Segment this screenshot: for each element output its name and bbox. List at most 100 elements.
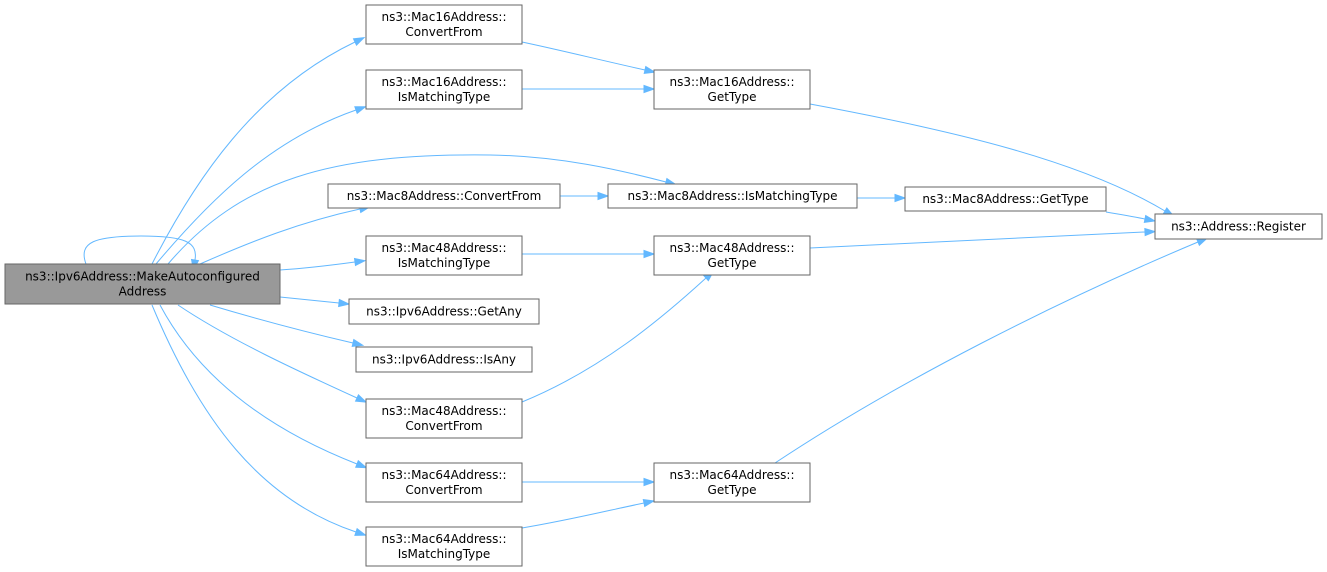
node-isany[interactable]: ns3::Ipv6Address::IsAny xyxy=(355,346,533,373)
edge-line xyxy=(155,109,357,265)
node-box xyxy=(1154,213,1323,240)
node-m8im[interactable]: ns3::Mac8Address::IsMatchingType xyxy=(607,183,858,209)
node-box xyxy=(348,298,540,325)
edge-line xyxy=(521,277,707,403)
node-box xyxy=(365,462,523,503)
edge-line xyxy=(809,103,1166,212)
edge-root-to-m16cf xyxy=(151,37,366,265)
node-label: ns3::Mac8Address::ConvertFrom xyxy=(347,189,542,203)
edge-line xyxy=(1105,211,1146,220)
node-label: ns3::Mac48Address:: xyxy=(381,241,506,255)
edge-line xyxy=(521,41,646,71)
edge-m64im-to-m64gt xyxy=(521,498,656,529)
edge-line xyxy=(809,231,1146,249)
node-getany[interactable]: ns3::Ipv6Address::GetAny xyxy=(348,298,540,325)
node-m48gt[interactable]: ns3::Mac48Address::GetType xyxy=(653,235,811,276)
node-box xyxy=(4,263,281,305)
edge-m48im-to-m48gt xyxy=(522,249,656,259)
edge-line xyxy=(521,502,645,529)
edge-root-to-getany xyxy=(279,296,351,308)
edge-line xyxy=(177,304,358,399)
node-m48cf[interactable]: ns3::Mac48Address::ConvertFrom xyxy=(365,398,523,439)
edge-line xyxy=(159,304,358,465)
node-label: ns3::Ipv6Address::IsAny xyxy=(372,353,516,367)
node-label: GetType xyxy=(708,256,757,270)
node-label: IsMatchingType xyxy=(398,547,491,561)
node-box xyxy=(355,346,533,373)
node-box xyxy=(365,69,523,110)
node-label: ns3::Ipv6Address::GetAny xyxy=(366,305,522,319)
node-label: ns3::Address::Register xyxy=(1171,220,1306,234)
node-m16cf[interactable]: ns3::Mac16Address::ConvertFrom xyxy=(365,4,523,45)
node-label: ns3::Mac64Address:: xyxy=(381,532,506,546)
node-label: ns3::Mac48Address:: xyxy=(669,241,794,255)
node-label: ConvertFrom xyxy=(405,483,482,497)
node-m64cf[interactable]: ns3::Mac64Address::ConvertFrom xyxy=(365,462,523,503)
node-m16im[interactable]: ns3::Mac16Address::IsMatchingType xyxy=(365,69,523,110)
edge-m8im-to-m8gt xyxy=(857,193,907,203)
arrowhead-icon xyxy=(642,498,656,508)
edge-m48cf-to-m48gt xyxy=(521,270,715,403)
edge-line xyxy=(151,304,357,533)
node-box xyxy=(365,398,523,439)
node-label: ns3::Mac8Address::IsMatchingType xyxy=(628,189,838,203)
node-reg[interactable]: ns3::Address::Register xyxy=(1154,213,1323,240)
arrowhead-icon xyxy=(643,84,656,94)
edge-line xyxy=(167,154,667,265)
node-box xyxy=(365,4,523,45)
edge-m48gt-to-reg xyxy=(809,227,1157,249)
arrowhead-icon xyxy=(643,65,657,74)
node-box xyxy=(653,69,811,110)
edge-root-to-m64cf xyxy=(159,304,368,469)
node-m48im[interactable]: ns3::Mac48Address::IsMatchingType xyxy=(365,235,523,276)
node-label: ns3::Mac16Address:: xyxy=(381,75,506,89)
arrowhead-icon xyxy=(643,477,656,487)
arrowhead-icon xyxy=(1143,214,1157,224)
edge-root-to-m16im xyxy=(155,106,367,265)
arrowhead-icon xyxy=(354,393,368,403)
arrowhead-icon xyxy=(338,298,351,308)
edge-root-to-m48im xyxy=(279,257,367,271)
edge-line xyxy=(83,235,196,265)
edge-line xyxy=(279,261,356,271)
node-box xyxy=(904,186,1107,212)
edge-root-to-m8cf xyxy=(199,204,372,265)
node-label: ns3::Ipv6Address::MakeAutoconfigured xyxy=(25,270,260,284)
node-m64gt[interactable]: ns3::Mac64Address::GetType xyxy=(653,462,811,503)
edge-line xyxy=(209,304,354,344)
node-m64im[interactable]: ns3::Mac64Address::IsMatchingType xyxy=(365,526,523,567)
node-label: GetType xyxy=(708,90,757,104)
node-label: ns3::Mac16Address:: xyxy=(669,75,794,89)
node-label: IsMatchingType xyxy=(398,256,491,270)
edge-m64cf-to-m64gt xyxy=(522,477,656,487)
node-m8gt[interactable]: ns3::Mac8Address::GetType xyxy=(904,186,1107,212)
arrowhead-icon xyxy=(355,459,368,469)
edge-m16im-to-m16gt xyxy=(522,84,656,94)
node-box xyxy=(365,235,523,276)
node-box xyxy=(653,235,811,276)
node-label: ns3::Mac8Address::GetType xyxy=(922,192,1088,206)
node-m16gt[interactable]: ns3::Mac16Address::GetType xyxy=(653,69,811,110)
edge-m16cf-to-m16gt xyxy=(521,41,657,74)
arrowhead-icon xyxy=(643,249,656,259)
arrowhead-icon xyxy=(353,257,367,267)
edge-line xyxy=(151,41,356,265)
edge-root-to-m48cf xyxy=(177,304,368,403)
arrowhead-icon xyxy=(894,193,907,203)
node-label: ConvertFrom xyxy=(405,419,482,433)
node-m8cf[interactable]: ns3::Mac8Address::ConvertFrom xyxy=(327,183,561,209)
node-label: IsMatchingType xyxy=(398,90,491,104)
node-box xyxy=(327,183,561,209)
node-label: ConvertFrom xyxy=(405,25,482,39)
arrowhead-icon xyxy=(354,106,367,115)
node-label: ns3::Mac16Address:: xyxy=(381,10,506,24)
edge-m8gt-to-reg xyxy=(1105,211,1157,224)
node-box xyxy=(653,462,811,503)
arrowhead-icon xyxy=(597,191,610,201)
edge-line xyxy=(774,241,1199,464)
arrowhead-icon xyxy=(354,527,367,536)
arrowhead-icon xyxy=(1144,227,1157,237)
node-label: ns3::Mac48Address:: xyxy=(381,404,506,418)
node-root[interactable]: ns3::Ipv6Address::MakeAutoconfiguredAddr… xyxy=(4,263,281,305)
